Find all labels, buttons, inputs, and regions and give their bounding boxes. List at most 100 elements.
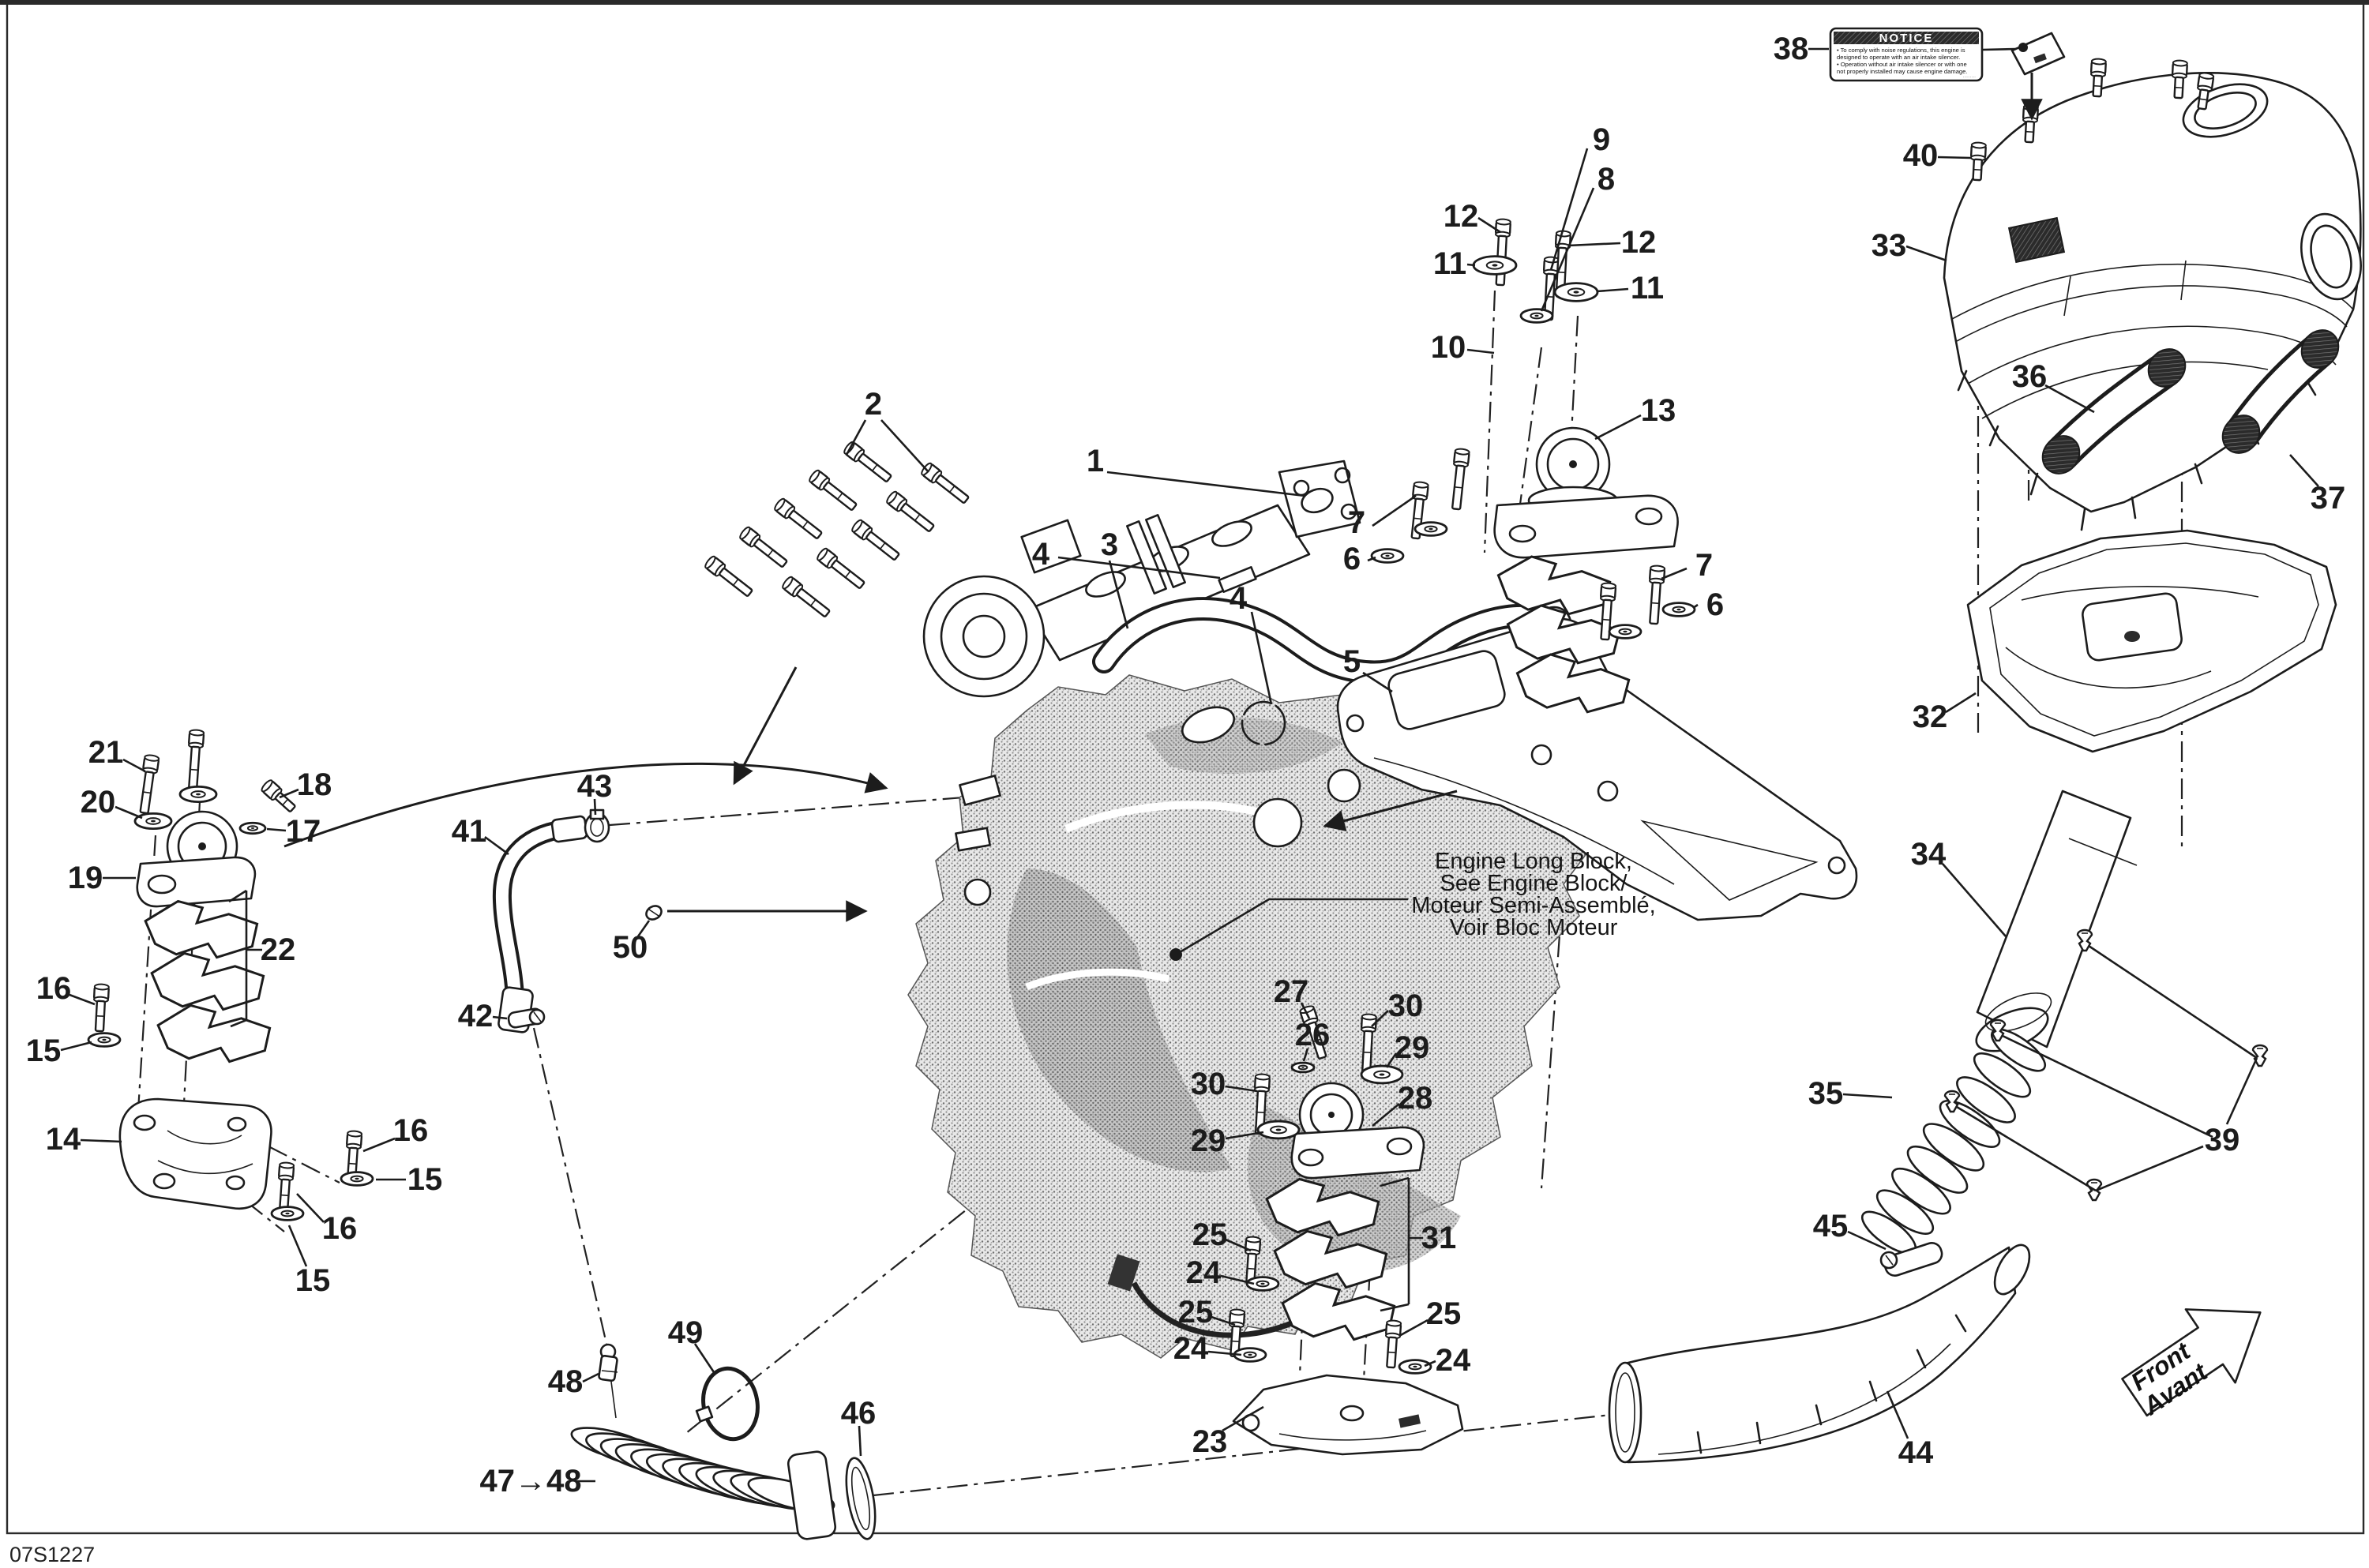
callout-11: 11 — [1433, 246, 1476, 281]
callout-7: 7 — [1348, 494, 1417, 540]
air-inlet-pipe-44 — [1608, 1244, 2031, 1464]
rear-engine-mount — [1290, 1082, 1425, 1180]
bolt-icon — [1229, 1308, 1246, 1358]
engine-port — [1252, 797, 1303, 848]
callout-6: 6 — [1343, 542, 1376, 576]
callout-33: 33 — [1872, 228, 1947, 263]
callout-39: 39 — [2205, 1123, 2240, 1157]
leader-lines-layer — [283, 43, 2258, 1192]
callout-number: 4 — [1230, 581, 1248, 616]
callout-number: 29 — [1395, 1030, 1430, 1065]
callout-42: 42 — [458, 999, 508, 1033]
washer-icon — [1245, 1276, 1280, 1292]
leader-line — [2088, 944, 2258, 1060]
washer-icon — [1398, 1359, 1432, 1375]
callout-15: 15 — [287, 1225, 330, 1298]
top-engine-mount — [1493, 426, 1679, 559]
callout-number: 32 — [1913, 700, 1948, 734]
callout-number: 33 — [1872, 228, 1907, 263]
callout-2: 2 — [845, 387, 929, 473]
callout-30: 30 — [1371, 988, 1423, 1027]
callout-number: 21 — [88, 735, 124, 770]
leader-line — [1956, 1105, 2097, 1192]
callout-number: 3 — [1101, 527, 1118, 562]
rib — [1891, 1167, 1951, 1215]
callout-31: 31 — [1380, 1176, 1456, 1312]
callout-27: 27 — [1274, 974, 1311, 1019]
hose-clamp-43 — [584, 808, 610, 843]
callout-29: 29 — [1191, 1123, 1264, 1158]
push-rivet-icon — [2076, 928, 2093, 952]
callout-number: 45 — [1813, 1209, 1849, 1244]
callout-36: 36 — [2012, 359, 2095, 414]
callout-17: 17 — [266, 814, 321, 849]
callout-number: 2 — [865, 387, 882, 422]
bolt-icon — [851, 519, 900, 561]
callout-number: 15 — [26, 1033, 62, 1068]
washer-icon — [1553, 282, 1599, 302]
callout-24: 24 — [1186, 1255, 1255, 1290]
callout-4: 4 — [1032, 537, 1221, 580]
leader-line — [2225, 1057, 2258, 1125]
bolt-icon — [1451, 448, 1470, 511]
bolt-icon — [809, 469, 858, 511]
vent-hose-41 — [492, 815, 588, 1033]
hose-collar — [787, 1450, 837, 1540]
drawing-code: 07S1227 — [9, 1543, 95, 1566]
callout-number: 34 — [1911, 837, 1947, 872]
callout-number: 23 — [1192, 1424, 1228, 1459]
callout-number: 29 — [1191, 1123, 1226, 1158]
bolt-icon — [1649, 565, 1666, 625]
notice-title: NOTICE — [1879, 32, 1934, 45]
center-line — [1483, 290, 1496, 553]
callout-number: 13 — [1641, 393, 1676, 428]
bolt-icon — [1969, 141, 1987, 182]
silencer-hoses — [2041, 329, 2340, 475]
callout-50: 50 — [613, 920, 651, 965]
notice-decal — [2010, 32, 2066, 76]
callout-number: 28 — [1398, 1081, 1433, 1116]
callout-number: 12 — [1621, 225, 1657, 260]
hose-36-end — [2147, 348, 2187, 388]
mount-shim-plates-22 — [144, 899, 272, 1063]
callout-11: 11 — [1596, 271, 1664, 306]
heat-shield-bracket-14 — [118, 1097, 272, 1210]
callout-19: 19 — [68, 861, 136, 895]
callout-35: 35 — [1808, 1076, 1893, 1111]
callout-number: 46 — [841, 1396, 877, 1431]
washer-icon — [1519, 308, 1554, 324]
rib — [1922, 1123, 1985, 1172]
callout-16: 16 — [36, 971, 96, 1006]
center-line — [873, 1413, 1612, 1497]
seal-ring-46 — [845, 1457, 877, 1540]
bolt-icon — [2171, 59, 2188, 99]
engine-fitting-stub — [959, 775, 1001, 806]
leader-dot — [2018, 43, 2028, 52]
center-line — [532, 1027, 608, 1345]
hose-clamp-ring — [1241, 700, 1286, 746]
silencer-label-patch — [2007, 216, 2066, 264]
callout-number: 18 — [297, 767, 332, 802]
callout-25: 25 — [1192, 1217, 1252, 1252]
center-line — [246, 1201, 285, 1232]
callout-number: 8 — [1597, 162, 1615, 197]
callout-5: 5 — [1343, 644, 1393, 693]
callout-number: 27 — [1274, 974, 1309, 1009]
callout-number: 50 — [613, 930, 648, 965]
callout-38: 38 — [1774, 32, 1829, 66]
fitting-48 — [598, 1343, 618, 1419]
engine-note-line: See Engine Block/ — [1440, 871, 1628, 896]
callout-number: 24 — [1186, 1255, 1222, 1290]
callout-number: 16 — [36, 971, 72, 1006]
leader-line — [2002, 1034, 2213, 1138]
callout-24: 24 — [1173, 1331, 1242, 1366]
engine-wire — [1131, 1281, 1301, 1338]
callout-number: 15 — [407, 1162, 443, 1197]
shim-plate — [1506, 604, 1621, 665]
callout-16: 16 — [362, 1113, 428, 1153]
callout-15: 15 — [376, 1162, 442, 1197]
callout-number: 25 — [1178, 1295, 1214, 1330]
leader-dot — [1169, 948, 1182, 961]
callout-6: 6 — [1692, 587, 1724, 622]
